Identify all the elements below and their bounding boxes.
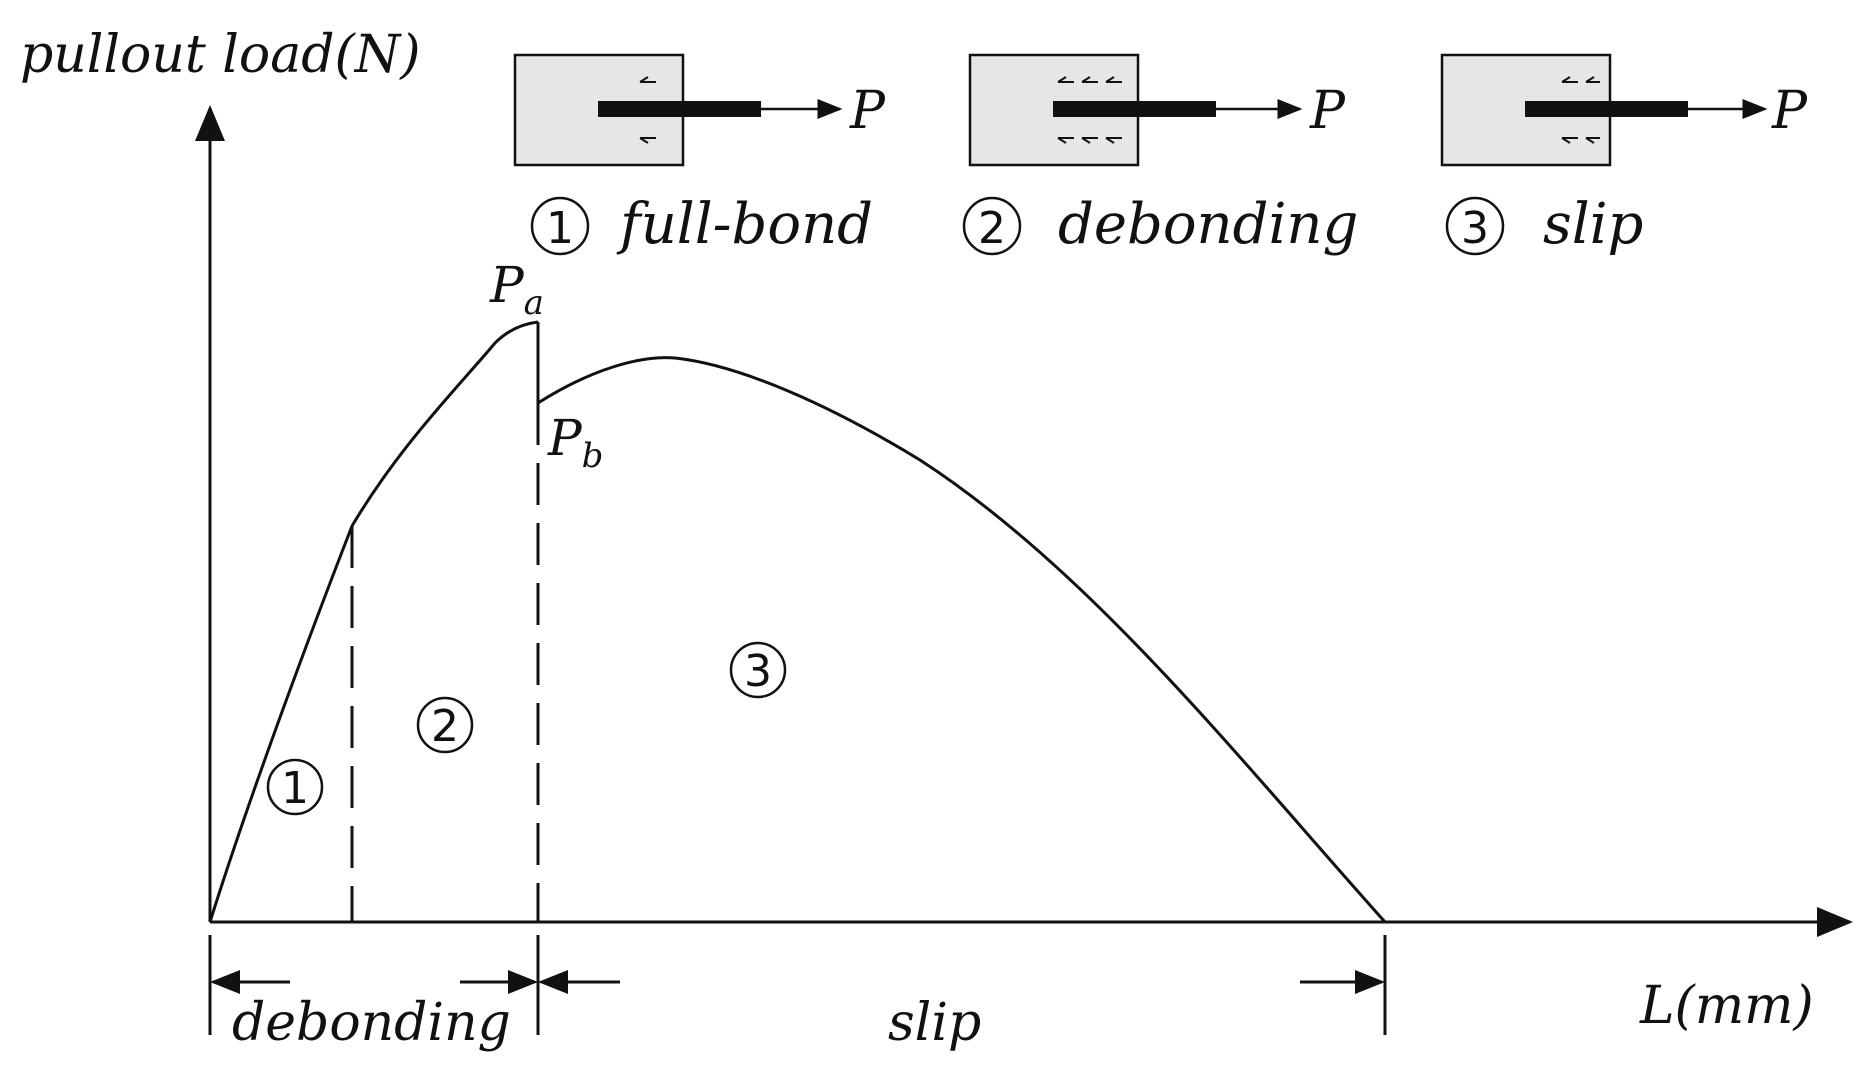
curve-rising-branch — [208, 320, 539, 923]
legend-number-circle — [530, 196, 590, 256]
svg-text:3: 3 — [744, 646, 772, 697]
curve-slip-branch — [537, 356, 1387, 924]
point-pa-label: Pa — [489, 256, 544, 323]
x-axis-label: L(mm) — [1639, 976, 1814, 1036]
legend-number: 3 — [1461, 203, 1489, 254]
legend-label: slip — [1543, 192, 1643, 257]
legend-debonding: P 2 debonding — [962, 53, 1358, 257]
embedded-bar — [1053, 101, 1216, 117]
region-boundaries — [350, 403, 540, 922]
bond-stress-marks — [639, 76, 656, 144]
bond-stress-marks — [1057, 76, 1122, 144]
svg-text:Pb: Pb — [547, 409, 603, 476]
embedded-bar — [598, 101, 761, 117]
legend-label: full-bond — [616, 192, 873, 257]
point-pb-label: Pb — [547, 409, 603, 476]
pullout-curve — [208, 320, 1387, 924]
legend-label: debonding — [1058, 192, 1358, 257]
legend-number: 2 — [978, 203, 1006, 254]
force-label: P — [1771, 81, 1808, 141]
legend-full-bond: P 1 full-bond — [513, 53, 886, 257]
force-label: P — [1309, 81, 1346, 141]
slip-range-label: slip — [888, 993, 981, 1053]
axes: pullout load(N) L(mm) — [20, 25, 1853, 1036]
legend-number-circle — [962, 196, 1022, 256]
bond-stress-marks — [1561, 76, 1600, 144]
legend-number: 1 — [546, 203, 574, 254]
region-marker-1: 1 — [266, 758, 324, 816]
region-marker-2: 2 — [416, 696, 474, 754]
region-marker-3: 3 — [729, 641, 787, 699]
legend-number-circle — [1445, 196, 1505, 256]
svg-text:1: 1 — [281, 763, 309, 814]
embedded-bar — [1525, 101, 1688, 117]
range-markers — [208, 935, 1387, 1035]
y-axis-label: pullout load(N) — [20, 25, 421, 85]
force-label: P — [849, 81, 886, 141]
debonding-range-label: debonding — [232, 993, 511, 1053]
legend-slip: P 3 slip — [1440, 53, 1808, 257]
svg-text:Pa: Pa — [489, 256, 544, 323]
svg-text:2: 2 — [431, 701, 459, 752]
